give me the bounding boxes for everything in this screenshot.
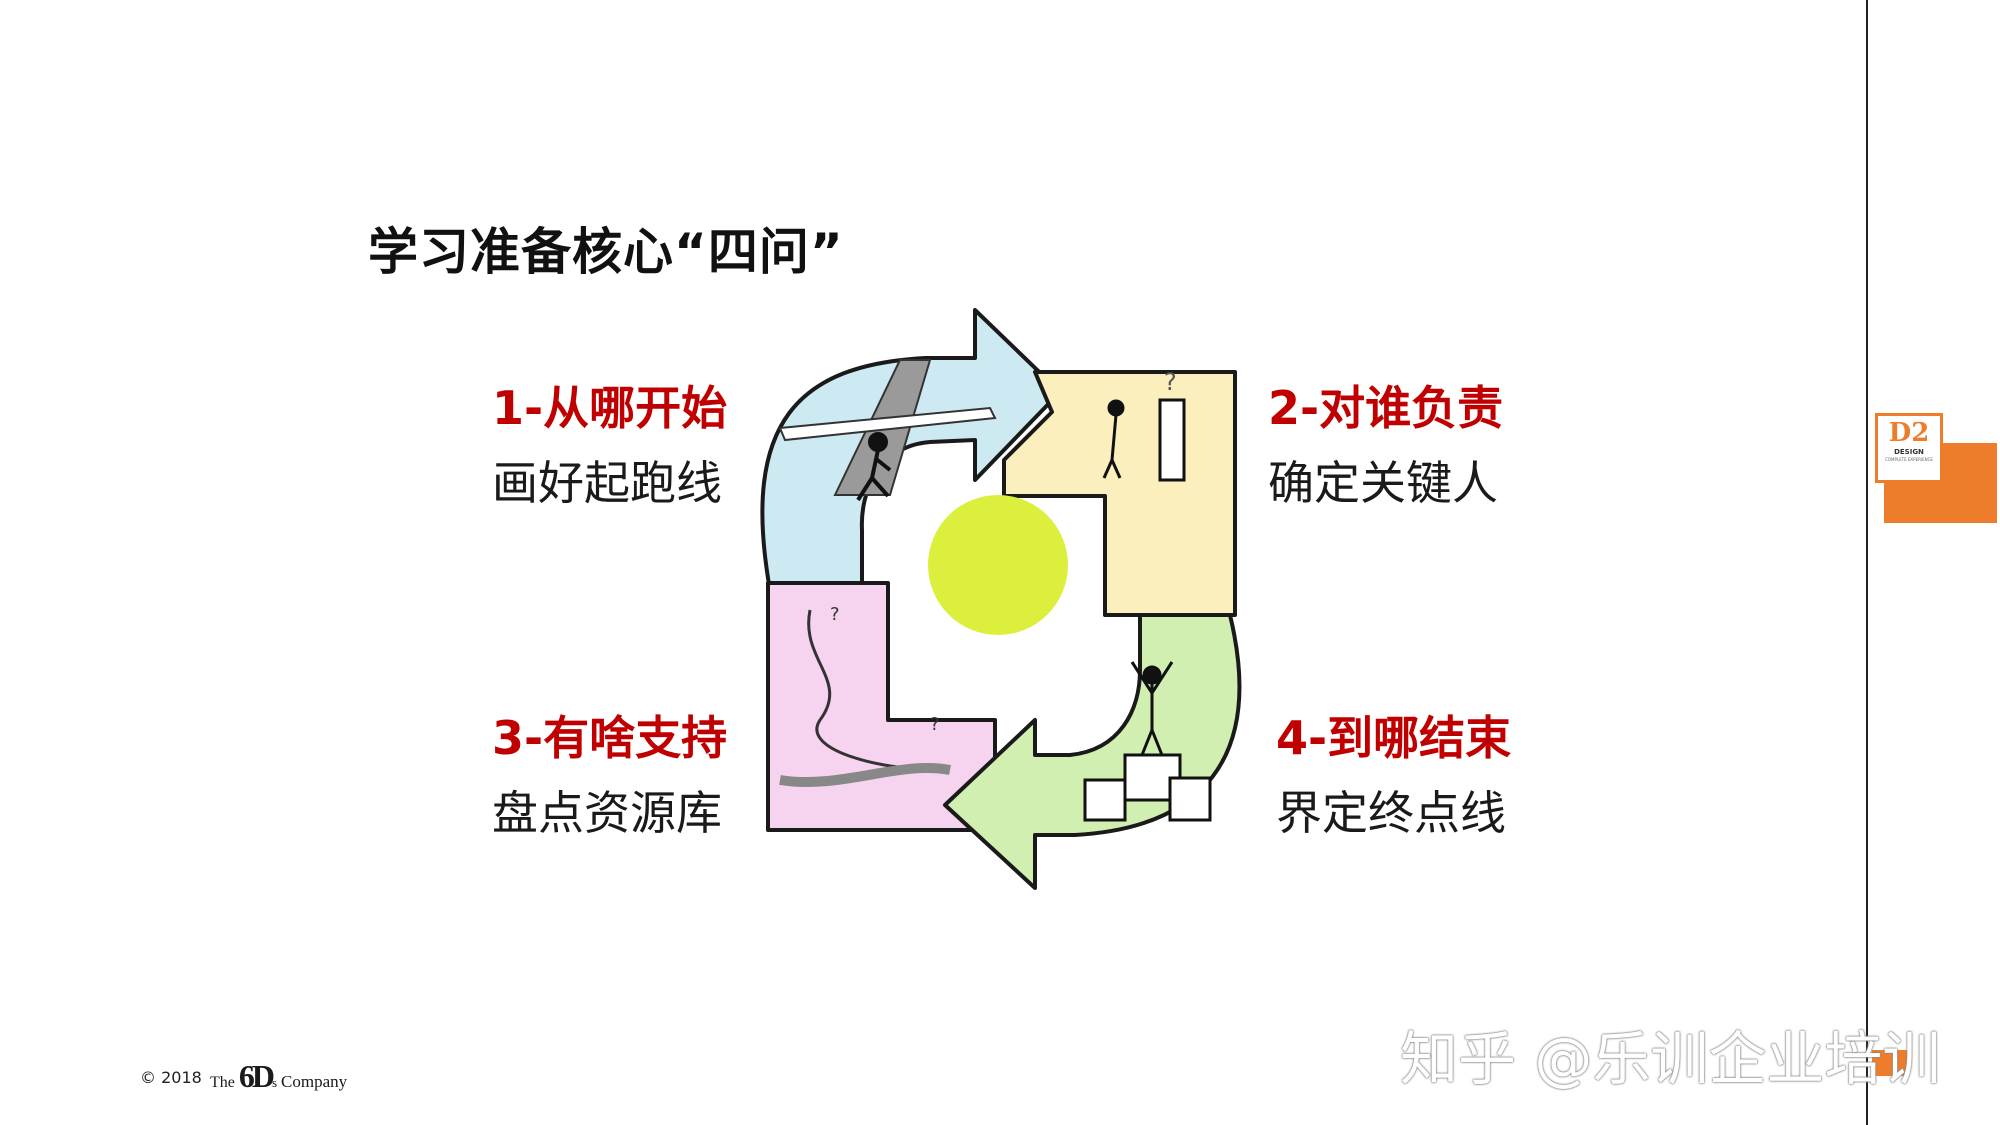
finish-line-arrow [943, 613, 1242, 890]
question-2-title: 2-对谁负责 [1268, 381, 1504, 435]
d2-logo-main: D2 [1888, 418, 1930, 448]
d2-logo-tiny: COMPLETE EXPERIENCE [1885, 457, 1933, 462]
company-6d: 6D [238, 1058, 275, 1094]
d2-logo: D2 DESIGN COMPLETE EXPERIENCE [1875, 413, 1943, 483]
question-3-title: 3-有啥支持 [492, 711, 728, 765]
question-4-title: 4-到哪结束 [1276, 711, 1512, 765]
d2-logo-small: DESIGN [1894, 448, 1924, 456]
company-logo: The 6Ds Company [210, 1058, 347, 1095]
four-questions-cycle-diagram: ? ? ? [760, 308, 1242, 890]
question-1-title: 1-从哪开始 [492, 381, 728, 435]
map-trail-icon: ? ? [779, 604, 951, 788]
zhihu-watermark: 知乎 @乐训企业培训 [1400, 1025, 1941, 1093]
runner-figure-icon [856, 432, 892, 502]
svg-text:?: ? [930, 714, 940, 735]
svg-text:?: ? [830, 604, 840, 625]
question-1-subtitle: 画好起跑线 [492, 456, 722, 510]
svg-text:?: ? [1164, 368, 1177, 396]
copyright-text: © 2018 [140, 1068, 202, 1087]
question-3-subtitle: 盘点资源库 [492, 786, 722, 840]
question-4-subtitle: 界定终点线 [1276, 786, 1506, 840]
key-person-figures-icon: ? [1102, 368, 1186, 482]
start-ribbon-sketch [778, 406, 997, 442]
slide-title: 学习准备核心“四问” [368, 223, 844, 281]
right-divider-line [1866, 0, 1868, 1125]
podium-winner-icon [1083, 661, 1212, 822]
center-sun [928, 495, 1068, 635]
question-2-subtitle: 确定关键人 [1268, 456, 1498, 510]
company-s: s [271, 1075, 278, 1090]
orange-corner-block [1872, 1050, 1908, 1076]
company-the: The [210, 1074, 235, 1091]
company-name: Company [281, 1072, 348, 1091]
d2-design-badge: D2 DESIGN COMPLETE EXPERIENCE [1875, 413, 1997, 523]
